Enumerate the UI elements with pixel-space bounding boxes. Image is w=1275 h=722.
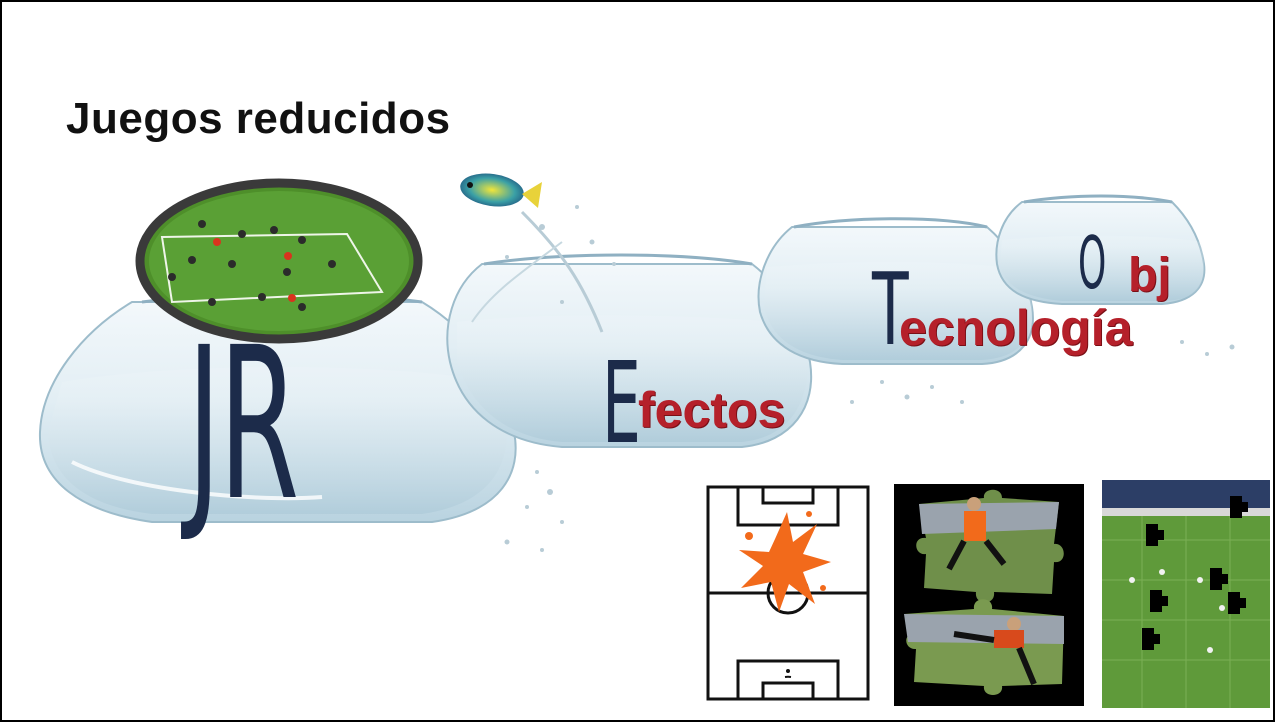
tecnologia-initial: T bbox=[872, 251, 909, 368]
bowl-tecnologia bbox=[757, 217, 1034, 365]
obj-initial: O bbox=[1078, 221, 1107, 305]
goalkeeper-puzzle-image bbox=[894, 484, 1084, 706]
page-title: Juegos reducidos bbox=[66, 94, 451, 143]
bowl-obj bbox=[995, 194, 1206, 305]
water-splash bbox=[471, 205, 1235, 552]
pitch-diagram-image bbox=[706, 485, 870, 701]
efectos-word: fectos bbox=[638, 382, 786, 438]
football-training-photo bbox=[135, 178, 423, 344]
tecnologia-word: ecnología bbox=[899, 300, 1133, 356]
efectos-initial: E bbox=[602, 339, 641, 469]
fish-icon bbox=[460, 173, 542, 208]
obj-word: bj bbox=[1128, 249, 1171, 302]
pitch-puzzle-image bbox=[1102, 480, 1270, 708]
bowl-efectos bbox=[446, 253, 813, 448]
jr-label: JR bbox=[187, 302, 299, 547]
